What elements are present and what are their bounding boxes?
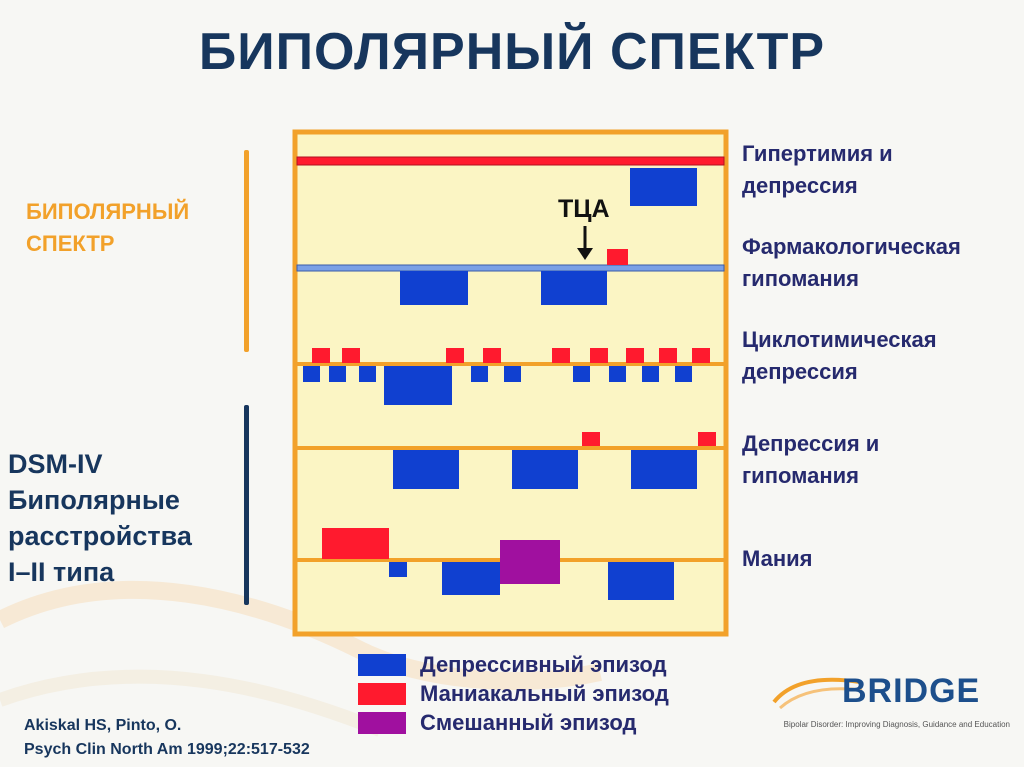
- depressive-episode: [471, 366, 488, 382]
- depressive-episode: [541, 271, 607, 305]
- page-title: БИПОЛЯРНЫЙ СПЕКТР: [198, 23, 826, 81]
- manic-episode: [483, 348, 501, 363]
- legend-item-manic: Маниакальный эпизод: [358, 679, 669, 708]
- row-label-line: Гипертимия и: [742, 141, 893, 166]
- depressive-episode: [384, 366, 452, 405]
- row-label-line: гипомания: [742, 266, 859, 291]
- manic-episode: [582, 432, 600, 446]
- logo-swoosh-icon: [772, 677, 863, 710]
- bridge-logo: BRIDGE Bipolar Disorder: Improving Diagn…: [770, 672, 1010, 742]
- legend-item-depressive: Депрессивный эпизод: [358, 650, 669, 679]
- row-label-line: Циклотимическая: [742, 327, 937, 352]
- spectrum-side-label: БИПОЛЯРНЫЙ СПЕКТР: [26, 196, 189, 260]
- depressive-episode: [329, 366, 346, 382]
- depressive-episode: [400, 271, 468, 305]
- depressive-episode: [631, 450, 697, 489]
- depressive-episode: [512, 450, 578, 489]
- tca-label: ТЦА: [558, 195, 610, 223]
- manic-episode: [626, 348, 644, 363]
- dsm-label-line-4: I–II типа: [8, 557, 115, 587]
- depressive-episode: [389, 562, 407, 577]
- hyperthymia-line: [296, 156, 725, 166]
- logo-word: BRIDGE: [842, 672, 981, 710]
- row-label-line: Мания: [742, 546, 813, 571]
- row-label-line: Фармакологическая: [742, 234, 961, 259]
- manic-episode: [552, 348, 570, 363]
- pharm-line: [296, 264, 725, 272]
- tca-arrow-head: [577, 248, 593, 260]
- cyclothymic-depressive-episodes: [303, 366, 692, 405]
- depressive-episode: [359, 366, 376, 382]
- row-label-depression-hypomania: Депрессия и гипомания: [742, 428, 879, 492]
- dsm-bracket: [244, 405, 249, 605]
- depressive-episode: [573, 366, 590, 382]
- mixed-episode: [500, 540, 560, 584]
- manic-episode: [692, 348, 710, 363]
- row-label-line: гипомания: [742, 463, 859, 488]
- legend-item-mixed: Смешанный эпизод: [358, 708, 669, 737]
- citation: Akiskal HS, Pinto, O. Psych Clin North A…: [24, 714, 310, 762]
- legend-swatch-manic: [358, 682, 406, 705]
- manic-episode: [322, 528, 389, 559]
- row-label-cyclothymic: Циклотимическая депрессия: [742, 324, 937, 388]
- depressive-episode: [642, 366, 659, 382]
- depressive-episode: [630, 168, 697, 206]
- manic-episode: [312, 348, 330, 363]
- citation-line: Akiskal HS, Pinto, O.: [24, 717, 182, 734]
- dsm-label-line-3: расстройства: [8, 521, 192, 551]
- cyclothymic-manic-episodes: [312, 348, 710, 363]
- dsm-side-label: DSM-IV Биполярные расстройства I–II типа: [8, 446, 192, 590]
- logo-tagline: Bipolar Disorder: Improving Diagnosis, G…: [783, 720, 1010, 729]
- depressive-episode: [303, 366, 320, 382]
- spectrum-label-line-2: СПЕКТР: [26, 231, 115, 256]
- depressive-episode: [504, 366, 521, 382]
- row-label-line: Депрессия и: [742, 431, 880, 456]
- row-label-line: депрессия: [742, 359, 858, 384]
- legend-swatch-depressive: [358, 653, 406, 676]
- spectrum-label-line-1: БИПОЛЯРНЫЙ: [26, 199, 190, 224]
- legend-label: Смешанный эпизод: [420, 709, 637, 735]
- dsm-label-line-1: DSM-IV: [8, 449, 103, 479]
- row-label-line: депрессия: [742, 173, 858, 198]
- manic-episode: [607, 249, 628, 265]
- legend-swatch-mixed: [358, 711, 406, 734]
- legend: Депрессивный эпизод Маниакальный эпизод …: [358, 650, 669, 737]
- depressive-episode: [442, 562, 500, 595]
- manic-episode: [342, 348, 360, 363]
- depressive-episode: [608, 562, 674, 600]
- row-label-pharm-hypomania: Фармакологическая гипомания: [742, 231, 961, 295]
- manic-episode: [590, 348, 608, 363]
- citation-line: Psych Clin North Am 1999;22:517-532: [24, 741, 310, 758]
- depressive-episode: [609, 366, 626, 382]
- row-label-mania: Мания: [742, 543, 812, 575]
- depressive-episode: [675, 366, 692, 382]
- dsm-label-line-2: Биполярные: [8, 485, 180, 515]
- manic-episode: [698, 432, 716, 446]
- depressive-episode: [393, 450, 459, 489]
- legend-label: Маниакальный эпизод: [420, 680, 669, 706]
- spectrum-bracket: [244, 150, 249, 352]
- legend-label: Депрессивный эпизод: [420, 651, 667, 677]
- manic-episode: [659, 348, 677, 363]
- row-label-hyperthymia: Гипертимия и депрессия: [742, 138, 893, 202]
- manic-episode: [446, 348, 464, 363]
